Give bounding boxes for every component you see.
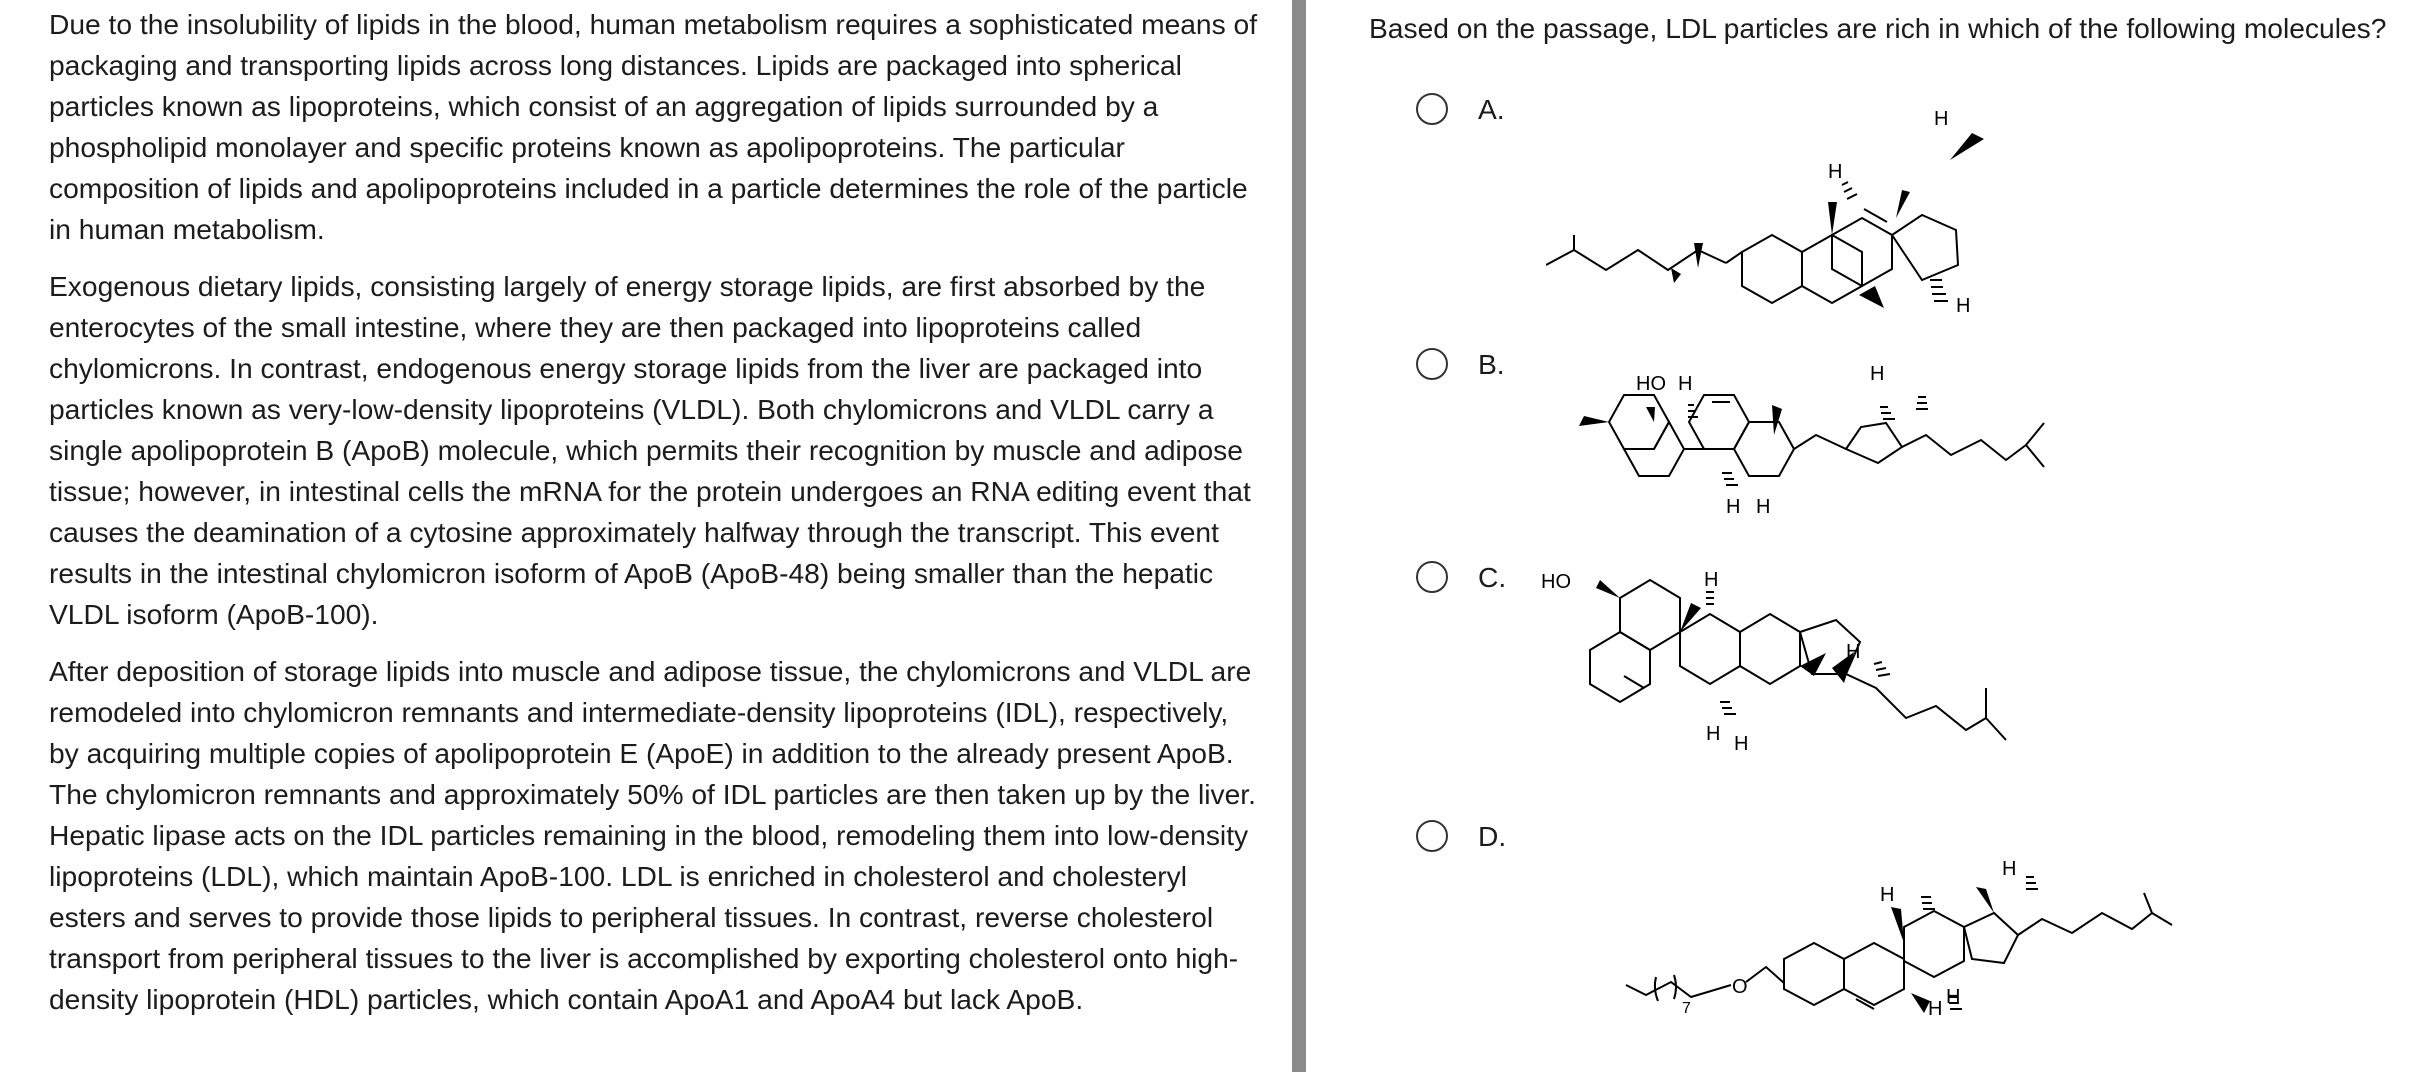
structure-c-label-h1: H bbox=[1704, 569, 1718, 591]
answer-choice-c[interactable]: C. bbox=[1306, 558, 2406, 788]
structure-c-label-ho: HO bbox=[1541, 571, 1571, 593]
pane-divider[interactable] bbox=[1292, 0, 1306, 1072]
passage-paragraph-1: Due to the insolubility of lipids in the… bbox=[49, 8, 1258, 245]
radio-button-b[interactable] bbox=[1416, 348, 1448, 380]
structure-b-label-h3: H bbox=[1726, 496, 1740, 515]
radio-button-c[interactable] bbox=[1416, 561, 1448, 593]
structure-d-label-o: O bbox=[1732, 976, 1748, 998]
structure-b-label-h1: H bbox=[1678, 373, 1692, 395]
structure-d-label-h2: H bbox=[2002, 858, 2016, 880]
answer-choice-a[interactable]: A. bbox=[1306, 90, 2406, 320]
answer-choice-d[interactable]: D. bbox=[1306, 817, 2406, 1047]
structure-a-molecule: H H H bbox=[1546, 108, 1984, 317]
radio-button-d[interactable] bbox=[1416, 820, 1448, 852]
question-pane: Based on the passage, LDL particles are … bbox=[1306, 0, 2421, 1072]
choice-letter-d: D. bbox=[1478, 820, 1507, 852]
choice-letter-a: A. bbox=[1478, 93, 1505, 125]
passage-pane: Due to the insolubility of lipids in the… bbox=[49, 8, 1258, 1015]
passage-paragraph-2: Exogenous dietary lipids, consisting lar… bbox=[49, 270, 1251, 630]
structure-d-label-subscript: 7 bbox=[1682, 1000, 1691, 1017]
choice-letter-b: B. bbox=[1478, 348, 1505, 380]
structure-a-label-h3: H bbox=[1956, 295, 1970, 317]
structure-c-label-h3: H bbox=[1706, 723, 1720, 745]
structure-d-label-h1: H bbox=[1880, 884, 1894, 906]
structure-a-label-h2: H bbox=[1828, 161, 1842, 183]
structure-c-label-h4: H bbox=[1734, 733, 1748, 755]
question-stem: Based on the passage, LDL particles are … bbox=[1369, 12, 2387, 44]
choice-letter-c: C. bbox=[1478, 561, 1507, 593]
radio-button-a[interactable] bbox=[1416, 93, 1448, 125]
answer-choice-b[interactable]: B. bbox=[1306, 345, 2406, 575]
structure-b-label-h2: H bbox=[1870, 363, 1884, 385]
structure-c-molecule: HO H H H H bbox=[1541, 569, 2007, 755]
passage-paragraph-3: After deposition of storage lipids into … bbox=[49, 655, 1256, 1015]
structure-a-label-h1: H bbox=[1934, 108, 1948, 130]
structure-d-molecule: O 7 H H H H bbox=[1625, 858, 2173, 1017]
structure-b-label-ho: HO bbox=[1636, 373, 1666, 395]
structure-d-label-h3: H bbox=[1928, 998, 1942, 1017]
structure-c-label-h2: H bbox=[1846, 641, 1860, 663]
structure-b-molecule: HO H H H H bbox=[1579, 363, 2045, 515]
structure-d-label-h4: H bbox=[1946, 986, 1960, 1008]
structure-b-label-h4: H bbox=[1756, 496, 1770, 515]
